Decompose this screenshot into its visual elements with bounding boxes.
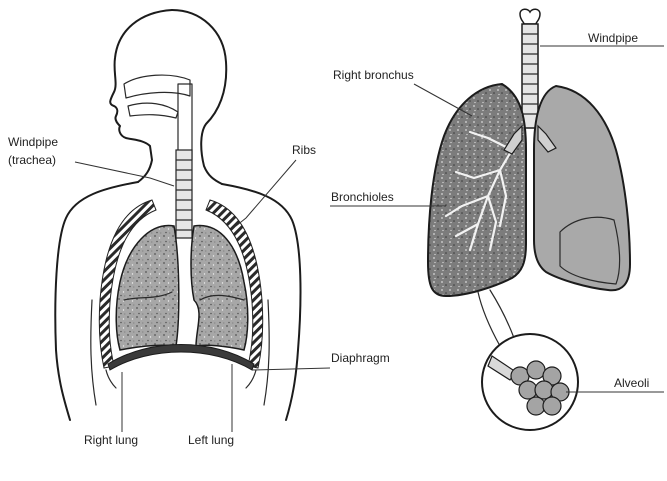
diaphragm-label: Diaphragm	[331, 351, 390, 365]
windpipe-detail-label: Windpipe	[588, 31, 638, 45]
mouth-cavity	[128, 103, 178, 118]
left-inner-arm	[91, 300, 96, 405]
trachea-top	[520, 9, 540, 24]
torso-figure	[55, 10, 300, 420]
left-lung-detail	[534, 86, 630, 290]
windpipe-label-line2: (trachea)	[8, 153, 56, 167]
ribs-label: Ribs	[292, 143, 316, 157]
right-lung-label: Right lung	[84, 433, 138, 447]
zoom-connector	[478, 290, 514, 346]
right-bronchus-label: Right bronchus	[333, 68, 414, 82]
windpipe-label-line1: Windpipe	[8, 135, 58, 149]
nasal-cavity	[124, 75, 190, 98]
right-lung-shape	[116, 226, 179, 350]
lungs-detail-figure	[428, 9, 630, 430]
left-lung-label: Left lung	[188, 433, 234, 447]
trachea	[176, 150, 192, 238]
right-inner-arm	[264, 300, 269, 405]
right-lung-detail	[428, 84, 526, 296]
lower-ribs	[106, 370, 256, 388]
trachea-detail	[522, 24, 538, 128]
bronchioles-label: Bronchioles	[331, 190, 394, 204]
alveoli-label: Alveoli	[614, 376, 649, 390]
head-outline	[110, 10, 172, 182]
